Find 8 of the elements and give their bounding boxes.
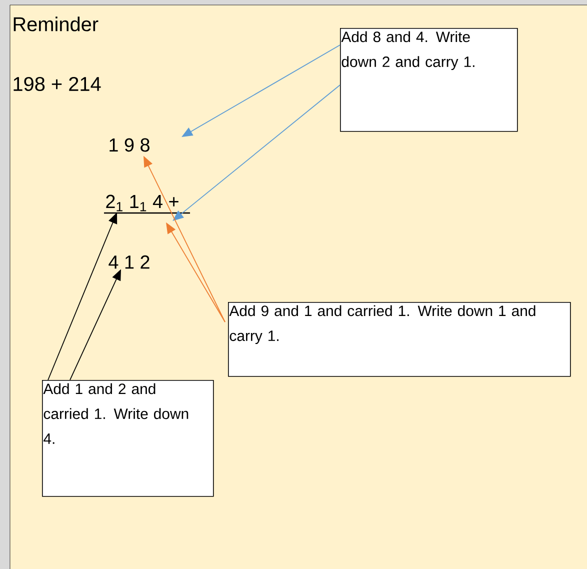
number-row: 2$_{1}$ 1$_{1}$ 4 +: [106, 194, 178, 212]
note-box: Add 8 and 4. Write down 2 and carry 1.: [340, 28, 518, 132]
note-box: Add 1 and 2 and carried 1. Write down 4.: [42, 380, 214, 497]
number-row: 4 1 2: [108, 255, 150, 269]
note-box: Add 9 and 1 and carried 1. Write down 1 and carry 1.: [228, 302, 571, 377]
title: Reminder: [14, 16, 98, 32]
number-row: 1 9 8: [110, 138, 150, 152]
sum-expression: 198 + 214: [14, 76, 101, 92]
